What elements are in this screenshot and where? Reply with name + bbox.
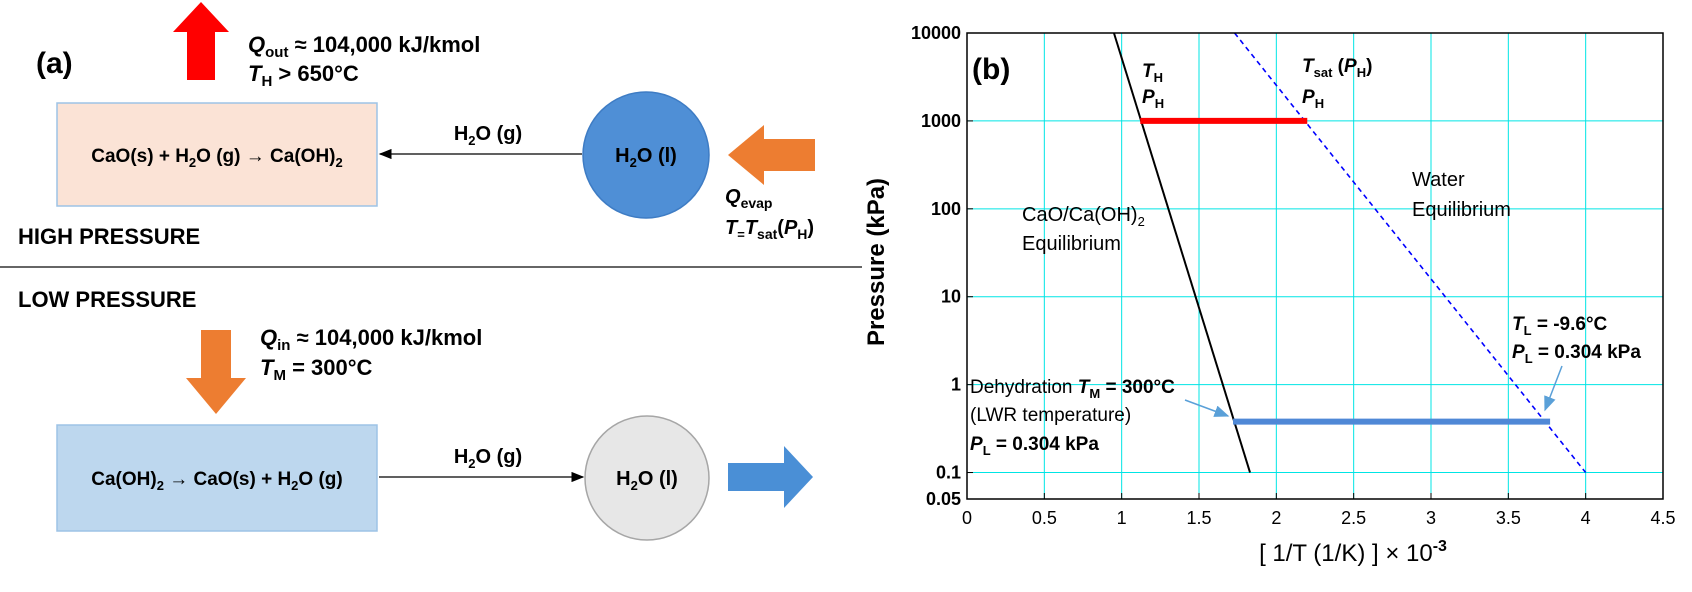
cao-equilibrium-line2: Equilibrium <box>1022 233 1121 255</box>
top-vapor-label: H2O (g) <box>454 123 522 148</box>
top-reaction-box <box>56 102 378 207</box>
bottom-vapor-label: H2O (g) <box>454 446 522 471</box>
panel-a: (a) Qout ≈ 104,000 kJ/kmol TH > 650°C Ca… <box>0 2 862 541</box>
water-equilibrium-line2: Equilibrium <box>1412 199 1511 221</box>
annot-tsat: Tsat (PH) <box>1302 56 1372 80</box>
tl-pointer <box>1544 365 1563 412</box>
x-tick-label: 3.5 <box>1496 508 1521 528</box>
x-axis-label: [ 1/T (1/K) ] × 10-3 <box>1259 538 1447 567</box>
q-out-label: Qout ≈ 104,000 kJ/kmol <box>248 32 480 61</box>
tl-annot: TL = -9.6°C <box>1512 314 1608 338</box>
dehydration-annot: Dehydration TM = 300°C <box>970 377 1175 401</box>
high-pressure-label: HIGH PRESSURE <box>18 224 200 249</box>
panel-b: 0 0.5 1 1.5 2 2.5 3 3.5 4 4.5 10000 1000 100 10 1 0.1 0.… <box>863 23 1676 567</box>
bottom-water-label: H2O (l) <box>616 468 678 493</box>
top-water-label: H2O (l) <box>615 145 677 170</box>
chart-axes: 0 0.5 1 1.5 2 2.5 3 3.5 4 4.5 10000 1000 100 10 1 0.1 0.… <box>911 23 1676 528</box>
y-tick-label: 1000 <box>921 111 961 131</box>
plot-frame <box>966 32 1664 500</box>
bottom-water-circle <box>584 415 710 541</box>
water-equilibrium-line1: Water <box>1412 169 1465 191</box>
x-tick-label: 4.5 <box>1650 508 1675 528</box>
x-tick-label: 1.5 <box>1186 508 1211 528</box>
x-tick-label: 4 <box>1581 508 1591 528</box>
x-tick-label: 2.5 <box>1341 508 1366 528</box>
x-tick-label: 3 <box>1426 508 1436 528</box>
top-water-circle <box>582 91 710 219</box>
y-tick-label: 0.05 <box>926 489 961 509</box>
dehydration-pointer <box>1184 399 1230 417</box>
low-pressure-label: LOW PRESSURE <box>18 287 196 312</box>
y-tick-label: 100 <box>931 199 961 219</box>
q-evap-label: Qevap <box>725 186 772 211</box>
x-tick-label: 0.5 <box>1032 508 1057 528</box>
t-sat-label: T=Tsat(PH) <box>725 217 814 242</box>
annot-ph: PH <box>1142 87 1164 111</box>
bottom-reaction-box <box>56 424 378 532</box>
t-mid-label: TM = 300°C <box>260 355 373 384</box>
y-tick-label: 10000 <box>911 23 961 43</box>
series-line-water <box>1233 32 1587 474</box>
heat-in-arrow <box>186 330 246 414</box>
t-high-label: TH > 650°C <box>248 61 359 90</box>
y-tick-label: 0.1 <box>936 463 961 483</box>
x-tick-label: 1 <box>1117 508 1127 528</box>
y-tick-label: 10 <box>941 287 961 307</box>
cao-equilibrium-line1: CaO/Ca(OH)2 <box>1022 204 1145 229</box>
top-reaction-text: CaO(s) + H2O (g) → Ca(OH)2 <box>91 146 342 170</box>
outflow-arrow <box>728 446 813 508</box>
q-in-label: Qin ≈ 104,000 kJ/kmol <box>260 325 482 354</box>
annot-ph2: PH <box>1302 87 1324 111</box>
pl-annot: PL = 0.304 kPa <box>1512 342 1641 366</box>
x-tick-label: 0 <box>962 508 972 528</box>
y-tick-label: 1 <box>951 375 961 395</box>
y-axis-label: Pressure (kPa) <box>863 178 890 346</box>
series-line-cao <box>1112 32 1251 473</box>
x-tick-label: 2 <box>1271 508 1281 528</box>
heat-out-arrow <box>173 2 229 80</box>
bottom-reaction-text: Ca(OH)2 → CaO(s) + H2O (g) <box>91 469 342 495</box>
lwr-annot: (LWR temperature) <box>970 405 1131 426</box>
pl2-annot: PL = 0.304 kPa <box>970 434 1099 458</box>
annot-th: TH <box>1142 61 1163 85</box>
panel-b-label: (b) <box>972 53 1010 86</box>
heat-evap-arrow <box>728 125 815 185</box>
panel-a-label: (a) <box>36 47 73 80</box>
chart-series <box>1112 32 1587 474</box>
